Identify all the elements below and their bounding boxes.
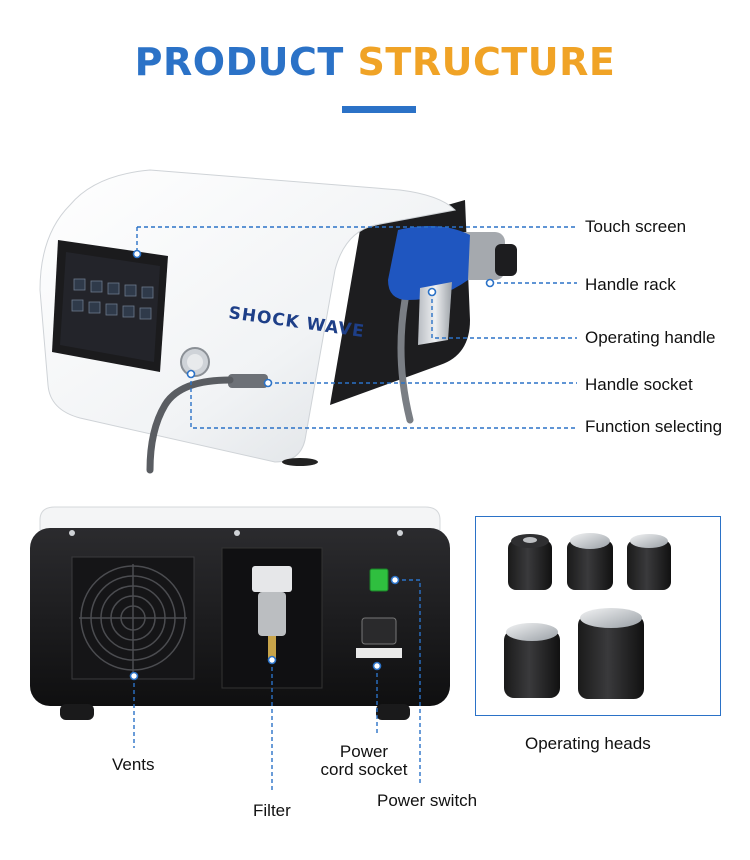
title-word-product: PRODUCT — [134, 40, 344, 84]
leader-function-selecting — [190, 374, 577, 429]
leader-operating-handle — [431, 292, 577, 339]
operating-heads-frame — [475, 516, 721, 716]
filter-drain — [268, 636, 276, 658]
back-leader-dots — [129, 575, 400, 681]
callout-filter: Filter — [253, 801, 291, 820]
callout-power-switch: Power switch — [377, 791, 478, 810]
callout-power-cord-socket-line1: Power — [339, 742, 389, 761]
back-device — [30, 506, 450, 720]
operating-head — [578, 608, 644, 699]
operating-head — [567, 533, 613, 590]
page-title: PRODUCT STRUCTURE — [0, 40, 750, 84]
callout-operating-heads: Operating heads — [525, 734, 651, 753]
callout-function-selecting: Function selecting — [585, 417, 723, 436]
power-switch — [369, 568, 389, 592]
handle-socket — [228, 374, 268, 388]
power-rating-label — [356, 648, 402, 658]
callout-vents: Vents — [112, 755, 155, 774]
operating-head — [504, 623, 560, 698]
callout-handle-socket: Handle socket — [585, 375, 693, 394]
operating-handle-cable — [397, 296, 414, 424]
title-underline — [342, 106, 416, 113]
handle-rack-cap — [495, 244, 517, 276]
callout-handle-rack: Handle rack — [585, 275, 676, 294]
device-shell — [39, 169, 457, 463]
callout-touch-screen: Touch screen — [585, 217, 687, 236]
back-screws — [69, 530, 403, 536]
filter-head — [252, 566, 292, 592]
function-knob-center — [187, 354, 203, 370]
front-device: SHOCK WAVE — [39, 169, 517, 474]
operating-head — [627, 534, 671, 590]
front-leader-lines — [136, 226, 577, 429]
operating-heads-group — [504, 533, 671, 699]
back-foot-right — [376, 704, 410, 720]
back-foot-left — [60, 704, 94, 720]
callout-operating-handle: Operating handle — [585, 328, 716, 347]
back-top-cover — [39, 506, 441, 531]
screen-app-icons — [71, 278, 154, 320]
power-cord-socket — [361, 617, 397, 645]
title-word-structure: STRUCTURE — [357, 40, 616, 84]
front-leader-dots — [132, 249, 495, 388]
filter-bowl — [258, 592, 286, 636]
leader-power-switch — [395, 579, 421, 786]
callout-power-cord-socket-line2: cord socket — [320, 760, 408, 779]
operating-handle-grip — [388, 226, 470, 300]
operating-handle-body — [418, 282, 452, 345]
fan-grille — [79, 564, 187, 672]
handle-cable — [146, 376, 234, 474]
operating-head — [508, 534, 552, 590]
device-foot — [282, 458, 318, 466]
back-leader-lines — [133, 579, 421, 790]
